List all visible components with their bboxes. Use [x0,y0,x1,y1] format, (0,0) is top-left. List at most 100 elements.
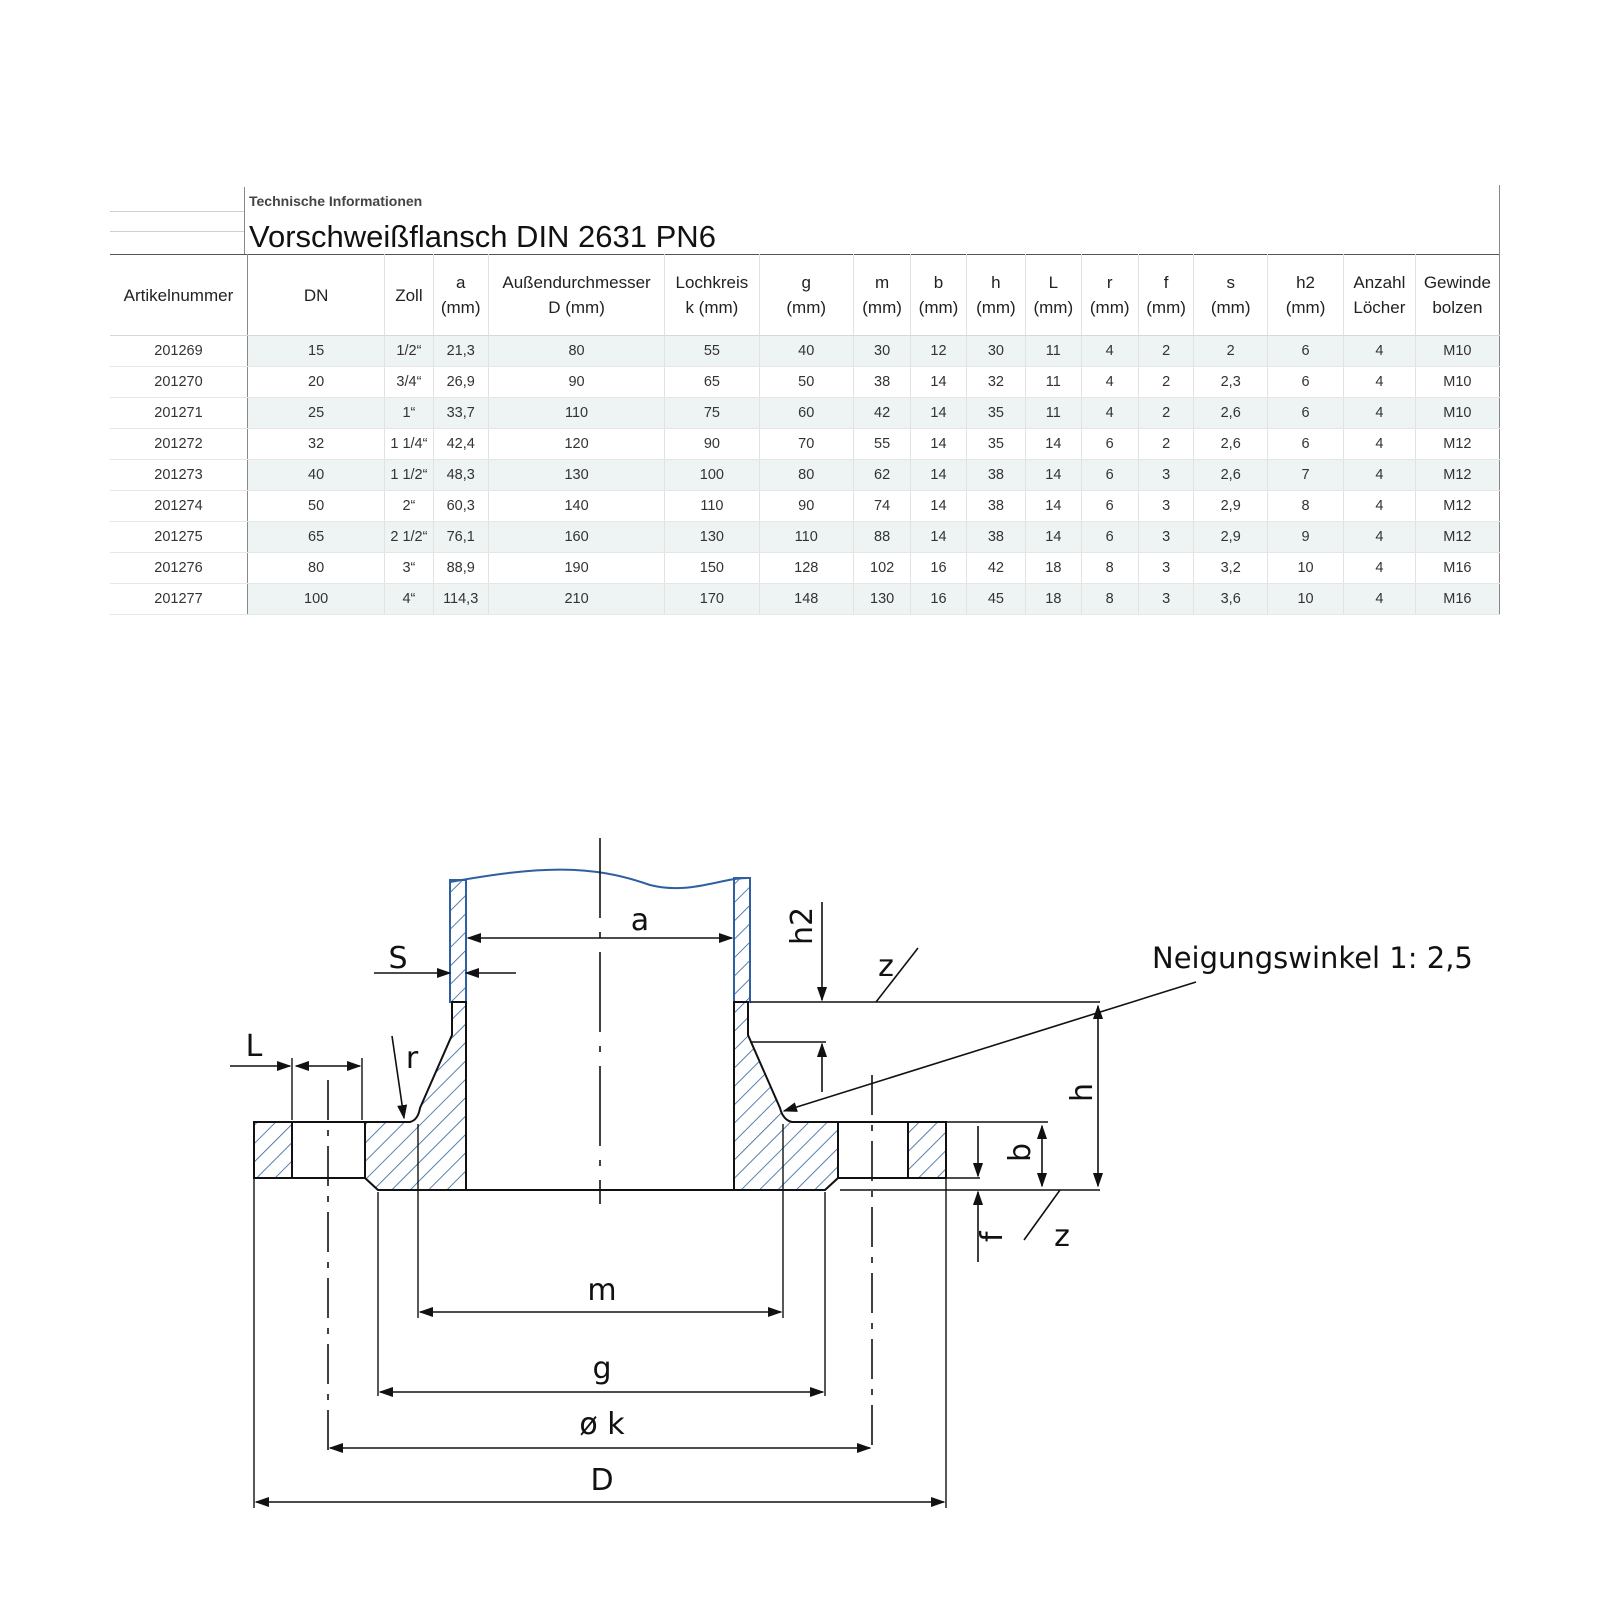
table-cell: 8 [1080,552,1139,584]
table-cell: 74 [852,490,911,522]
table-cell: 4 [1342,490,1416,522]
column-header-line: (mm) [918,298,959,317]
pipe-wall [449,868,751,1003]
table-cell: M12 [1414,521,1501,553]
table-cell: 48,3 [432,459,489,491]
table-cell: 2,3 [1193,366,1268,398]
table-cell: 2 [1137,428,1194,460]
table-cell: 130 [487,459,665,491]
label-l: L [246,1029,263,1064]
table-cell: M12 [1414,490,1501,522]
table-cell: M12 [1414,459,1501,491]
table-cell: 14 [910,397,967,429]
table-cell: 32 [965,366,1026,398]
column-header: b(mm) [910,254,967,336]
table-cell: 130 [852,583,911,615]
table-cell: 80 [487,335,665,367]
column-header: m(mm) [852,254,911,336]
table-cell: 14 [1025,521,1081,553]
table-cell: 2,6 [1193,428,1268,460]
column-header-line: h [991,273,1001,292]
spec-sheet: Technische Informationen Vorschweißflans… [110,185,1501,615]
table-cell: 4 [1342,552,1416,584]
table-cell: 2,6 [1193,459,1268,491]
table-cell: 140 [487,490,665,522]
table-cell: 3 [1137,552,1194,584]
column-header: r(mm) [1080,254,1139,336]
table-cell: 90 [664,428,760,460]
table-cell: 42,4 [432,428,489,460]
sheet-subtitle: Technische Informationen [249,193,423,209]
table-cell: 3 [1137,490,1194,522]
column-header-line: (mm) [786,298,827,317]
column-header-line: (mm) [1146,298,1186,317]
table-cell: 4 [1342,459,1416,491]
table-cell: 170 [664,583,760,615]
table-cell: 102 [852,552,911,584]
table-cell: 16 [910,583,967,615]
page-title: Vorschweißflansch DIN 2631 PN6 [249,219,716,254]
table-cell: 160 [487,521,665,553]
centre-lines [327,838,873,1450]
column-header-line: k (mm) [685,298,739,317]
table-cell: 26,9 [432,366,489,398]
sheet-header: Technische Informationen Vorschweißflans… [110,185,1500,254]
table-cell: 201272 [110,428,248,460]
column-header-line: f [1163,273,1169,292]
table-cell: 65 [246,521,385,553]
column-header-line: Anzahl [1353,273,1406,292]
table-cell: 14 [1025,428,1081,460]
table-cell: M12 [1414,428,1501,460]
table-cell: 201271 [110,397,248,429]
table-cell: 25 [246,397,385,429]
table-cell: 100 [664,459,760,491]
table-cell: 1“ [384,397,433,429]
column-header-line: DN [303,285,329,305]
table-cell: 1/2“ [384,335,433,367]
flange-body [253,1001,947,1191]
table-cell: 6 [1080,490,1139,522]
table-cell: M10 [1414,397,1501,429]
divider [244,187,245,254]
table-cell: 1 1/4“ [384,428,433,460]
table-cell: 12 [910,335,967,367]
column-header-line: g [801,273,811,292]
table-cell: 70 [758,428,854,460]
table-cell: 3,2 [1193,552,1268,584]
table-cell: M16 [1414,552,1501,584]
table-cell: 15 [246,335,385,367]
table-cell: 201275 [110,521,248,553]
table-cell: 201274 [110,490,248,522]
column-header-line: a [455,273,466,292]
table-cell: 6 [1267,366,1344,398]
table-cell: 4“ [384,583,433,615]
column-header: f (mm) [1137,254,1194,336]
column-header: g (mm) [758,254,854,336]
column-header: L(mm) [1025,254,1081,336]
table-cell: 4 [1342,521,1416,553]
column-header-line: (mm) [976,298,1016,317]
table-cell: 90 [487,366,665,398]
table-cell: 35 [965,428,1026,460]
table-cell: 201273 [110,459,248,491]
table-cell: 76,1 [432,521,489,553]
table-cell: 201269 [110,335,248,367]
table-cell: 14 [910,428,967,460]
label-neigungswinkel: Neigungswinkel 1: 2,5 [1152,941,1473,975]
table-cell: 14 [910,521,967,553]
table-cell: 75 [664,397,760,429]
column-header-line: (mm) [440,298,481,317]
table-cell: 201277 [110,583,248,615]
table-cell: 150 [664,552,760,584]
table-cell: 100 [246,583,385,615]
table-cell: 62 [852,459,911,491]
table-cell: 6 [1267,397,1344,429]
column-header-line: (mm) [862,298,902,317]
column-header-line: Gewinde [1423,273,1491,292]
table-cell: M10 [1414,366,1501,398]
